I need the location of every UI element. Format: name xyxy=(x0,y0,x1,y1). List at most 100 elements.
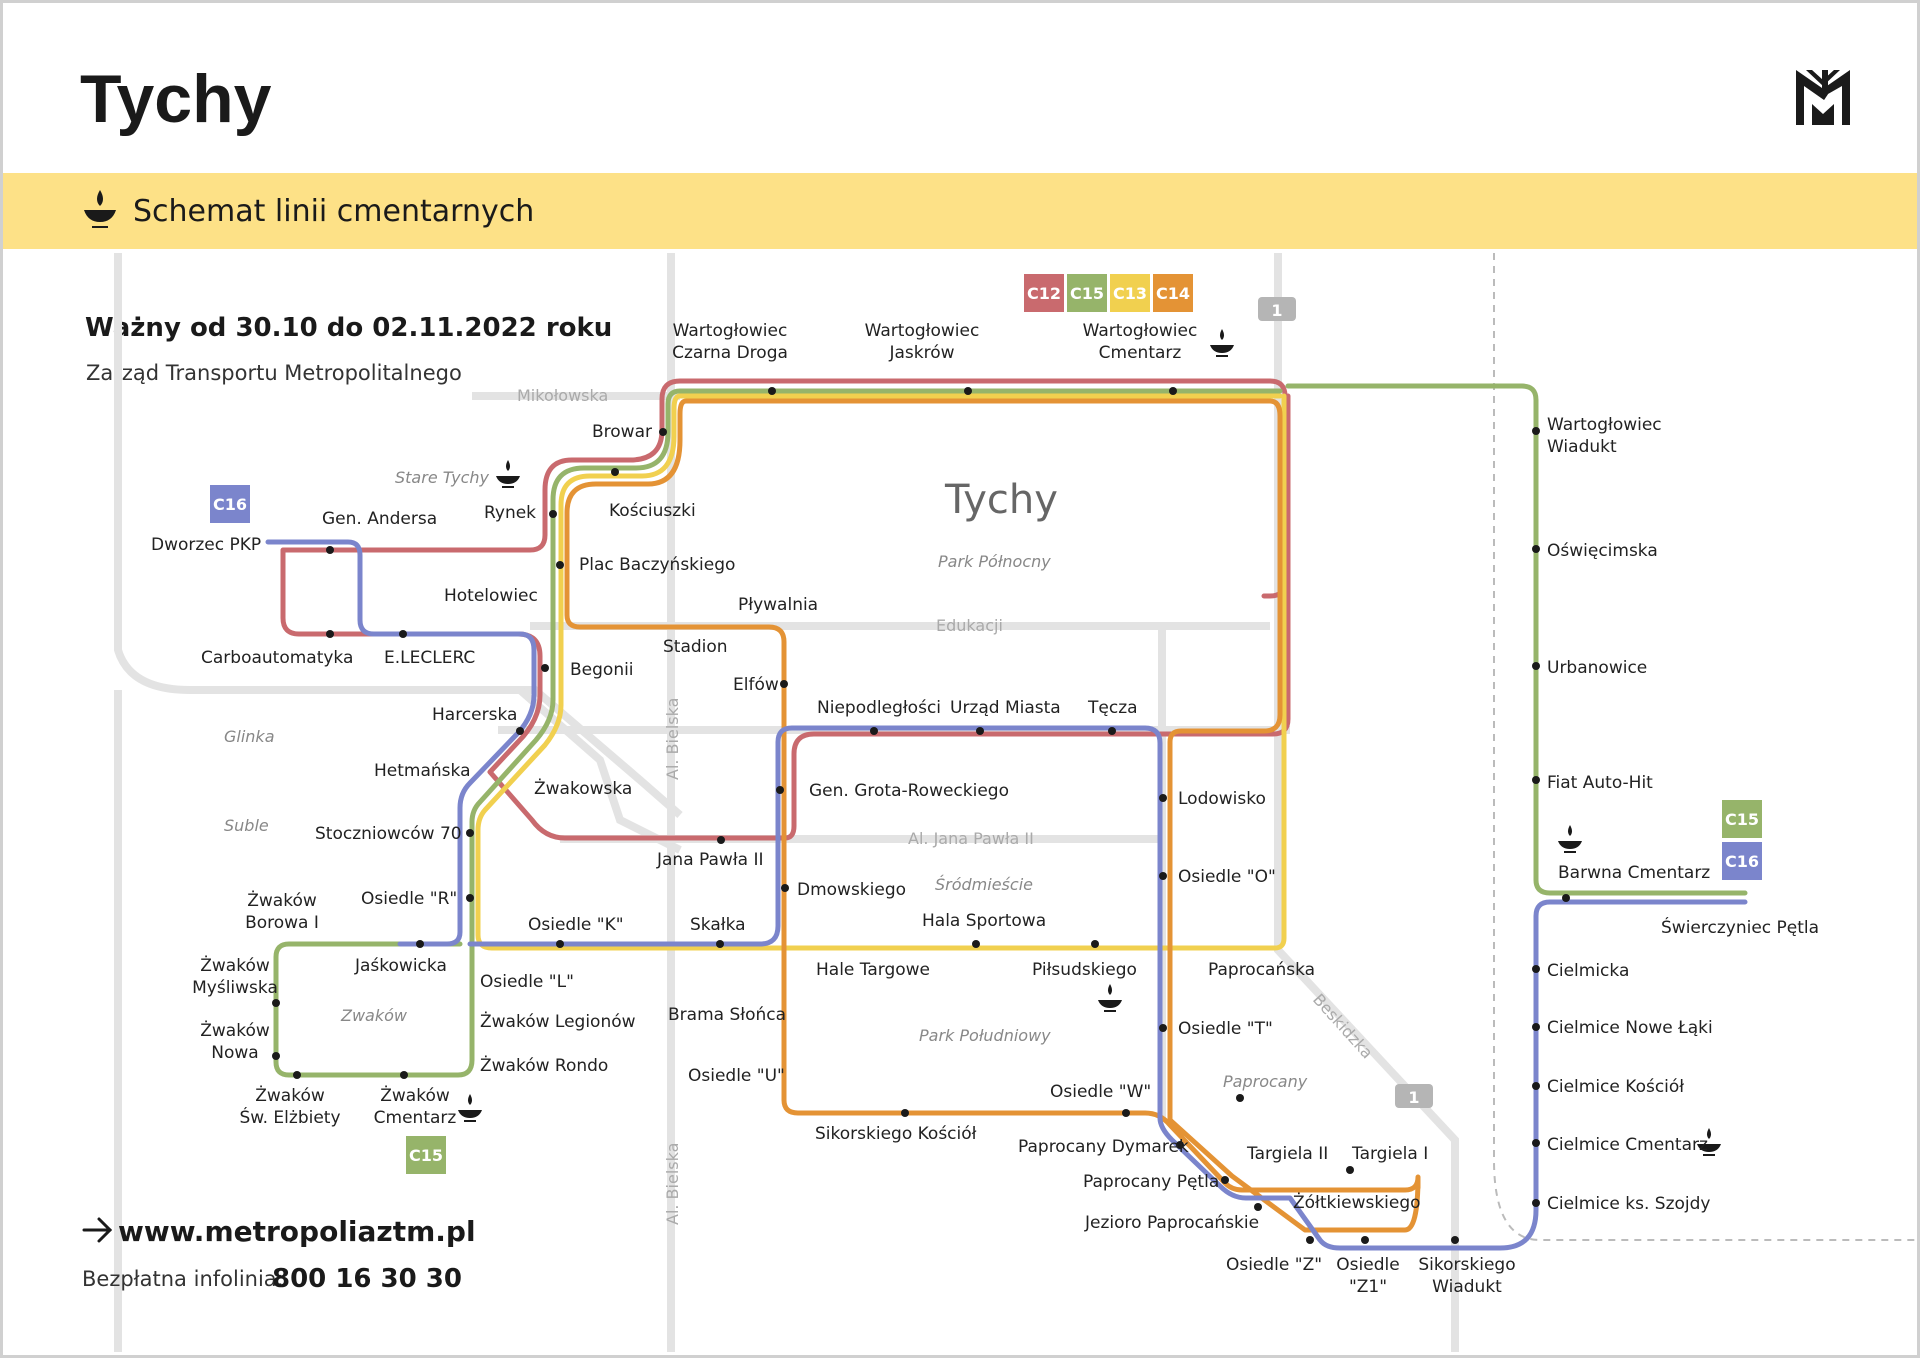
stop-label: Urbanowice xyxy=(1547,658,1647,678)
candle-icon xyxy=(84,190,116,228)
stop-label: Osiedle "L" xyxy=(480,972,574,992)
route-c15[interactable] xyxy=(1285,383,1748,896)
page-title: Tychy xyxy=(80,61,272,137)
stop-label: Targiela II xyxy=(1246,1144,1328,1164)
svg-text:C12: C12 xyxy=(1027,284,1061,303)
stop-label: Cielmice Cmentarz xyxy=(1547,1135,1708,1155)
road-badge: 1 xyxy=(1258,297,1296,321)
stop-label: Harcerska xyxy=(432,705,517,725)
stop-label: Świerczyniec Pętla xyxy=(1661,916,1819,938)
stop-label: Paprocany Pętla xyxy=(1083,1172,1219,1192)
website-link[interactable]: www.metropoliaztm.pl xyxy=(118,1215,476,1248)
stop-label: Targiela I xyxy=(1351,1144,1428,1164)
district-label: Paprocany xyxy=(1223,1072,1308,1091)
street-label: Mikołowska xyxy=(517,386,608,405)
district-labels: Stare Tychy Park Północny Glinka Suble Ś… xyxy=(224,468,1308,1091)
line-legend: C12 C15 C13 C14 xyxy=(1024,274,1193,312)
stop-label: Niepodległości xyxy=(817,698,941,718)
route-c15-main[interactable] xyxy=(273,388,1283,1078)
district-label: Zwaków xyxy=(340,1006,408,1025)
map-center-label: Tychy xyxy=(944,477,1058,523)
stop-label: Skałka xyxy=(690,915,746,935)
stop-label: Hetmańska xyxy=(374,761,470,781)
stop-label: Elfów xyxy=(733,675,779,695)
district-label: Park Północny xyxy=(938,552,1051,571)
stop-label: Hale Targowe xyxy=(816,960,930,980)
validity-text: Ważny od 30.10 do 02.11.2022 roku xyxy=(85,313,612,343)
stop-label: Żwakowska xyxy=(534,778,632,799)
website-link-text[interactable]: www.metropoliaztm.pl xyxy=(118,1215,476,1248)
street-label: Al. Jana Pawła II xyxy=(908,829,1034,848)
svg-text:1: 1 xyxy=(1408,1088,1419,1107)
stop-label: Osiedle "O" xyxy=(1178,867,1276,887)
stop-label: Jezioro Paprocańskie xyxy=(1084,1213,1259,1233)
stop-label: Kościuszki xyxy=(609,501,696,521)
route-c13[interactable] xyxy=(475,393,1287,951)
line-badge-c15: C15 xyxy=(406,1136,446,1174)
stop-label: Pływalnia xyxy=(738,595,818,615)
stop-label: Dmowskiego xyxy=(797,880,906,900)
district-label: Stare Tychy xyxy=(395,468,490,487)
stop-label: Osiedle "W" xyxy=(1050,1082,1151,1102)
stop-label: E.LECLERC xyxy=(384,648,475,668)
stop-label: Carboautomatyka xyxy=(201,648,353,668)
stop-label: Cielmice ks. Szojdy xyxy=(1547,1194,1710,1214)
line-badge-c16: C16 xyxy=(210,485,250,523)
route-c16[interactable] xyxy=(265,539,537,947)
street-label: Al. Bielska xyxy=(663,1143,682,1225)
street-label: Edukacji xyxy=(936,616,1003,635)
stop-label: Żwaków Rondo xyxy=(480,1055,608,1076)
stop-label: Osiedle "U" xyxy=(688,1066,785,1086)
district-label: Suble xyxy=(224,816,269,835)
svg-text:1: 1 xyxy=(1271,301,1282,320)
stop-label: Osiedle "K" xyxy=(528,915,624,935)
road-badge: 1 xyxy=(1395,1084,1433,1108)
stop-label: Cielmice Kościół xyxy=(1547,1077,1684,1097)
stop-label: Osiedle "R" xyxy=(361,889,457,909)
stop-label: Żółtkiewskiego xyxy=(1293,1192,1421,1213)
stop-markers xyxy=(272,387,1570,1244)
stop-label: Oświęcimska xyxy=(1547,541,1658,561)
svg-text:C14: C14 xyxy=(1156,284,1190,303)
candle-icon xyxy=(458,329,1721,1156)
arrow-right-icon xyxy=(82,1217,113,1243)
metropolia-logo-icon xyxy=(1796,70,1850,125)
stop-label: Begonii xyxy=(570,660,634,680)
stop-label: Brama Słońca xyxy=(668,1005,786,1025)
stop-label: Paprocany Dymarek xyxy=(1018,1137,1189,1157)
stop-label: Osiedle "T" xyxy=(1178,1019,1273,1039)
stop-label: Paprocańska xyxy=(1208,960,1315,980)
stop-label: Hotelowiec xyxy=(444,586,538,606)
subtitle-banner xyxy=(3,173,1917,249)
stop-label: Browar xyxy=(592,422,652,442)
stop-label: Stoczniowców 70 xyxy=(315,824,462,844)
district-label: Śródmieście xyxy=(935,875,1033,894)
stop-label: Barwna Cmentarz xyxy=(1558,863,1710,883)
route-c12[interactable] xyxy=(280,378,1291,841)
stop-label: Tęcza xyxy=(1087,698,1138,718)
route-c16-south[interactable] xyxy=(467,725,1748,1251)
stop-label: Gen. Andersa xyxy=(322,509,437,529)
street-label: Al. Bielska xyxy=(663,698,682,780)
stop-label: Osiedle "Z" xyxy=(1226,1255,1322,1275)
subtitle: Schemat linii cmentarnych xyxy=(133,194,534,229)
stop-label: Cielmice Nowe Łąki xyxy=(1547,1018,1713,1038)
stop-label: Jaśkowicka xyxy=(354,956,447,976)
line-badge-c15: C15 xyxy=(1722,800,1762,838)
stop-label: Lodowisko xyxy=(1178,789,1266,809)
stop-label: Urząd Miasta xyxy=(950,698,1061,718)
stop-label: Dworzec PKP xyxy=(151,535,261,555)
svg-text:C13: C13 xyxy=(1113,284,1147,303)
infoline-label: Bezpłatna infolinia: xyxy=(82,1267,284,1291)
stop-label: Jana Pawła II xyxy=(656,850,764,870)
